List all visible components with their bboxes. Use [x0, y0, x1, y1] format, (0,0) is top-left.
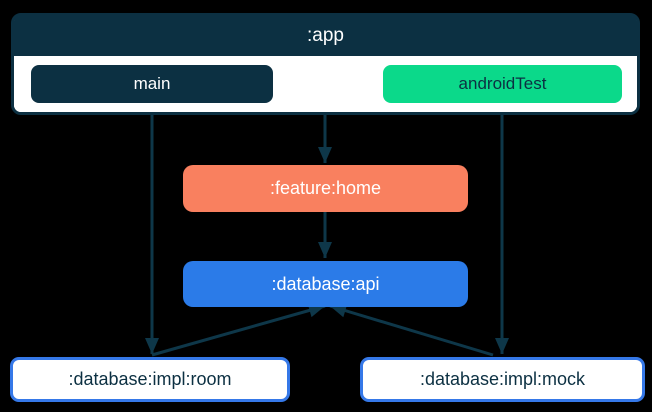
- node-database-impl-mock: :database:impl:mock: [360, 357, 645, 402]
- node-app-body: main androidTest: [14, 56, 637, 112]
- node-feature-home: :feature:home: [183, 165, 468, 212]
- edge-database_impl_mock-to-database_api: [329, 303, 494, 357]
- edge-app-to-feature_home: [318, 115, 332, 163]
- node-app-label: :app: [14, 16, 637, 56]
- node-database-api: :database:api: [183, 261, 468, 307]
- edge-android_test-to-database_impl_mock: [495, 103, 509, 354]
- edge-database_impl_room-to-database_api: [151, 303, 326, 357]
- edge-feature_home-to-database_api: [318, 212, 332, 258]
- node-androidtest: androidTest: [383, 65, 622, 103]
- node-database-impl-room: :database:impl:room: [10, 357, 290, 402]
- node-app: :app main androidTest: [11, 13, 640, 115]
- node-main: main: [31, 65, 273, 103]
- edge-main-to-database_impl_room: [145, 103, 159, 354]
